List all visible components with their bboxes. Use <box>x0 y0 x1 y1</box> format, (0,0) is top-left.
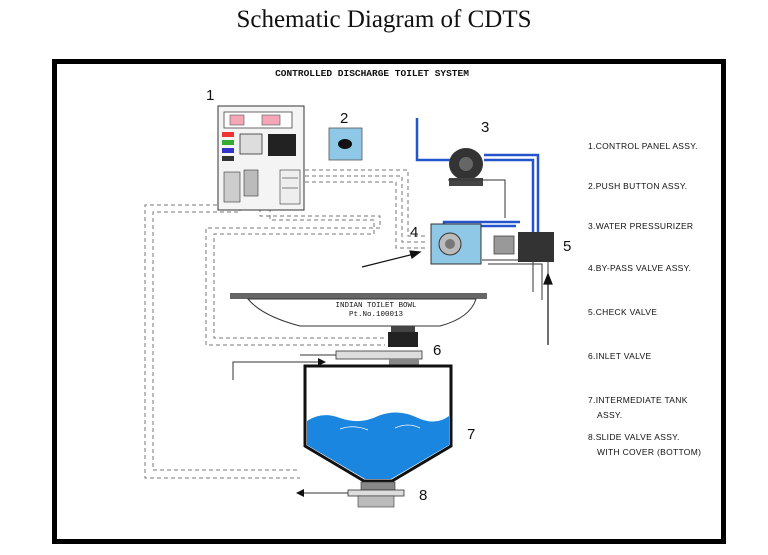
intermediate-tank <box>303 364 453 483</box>
callout-numbers: 1 2 3 4 5 6 7 8 <box>206 87 571 504</box>
callout-3: 3 <box>481 119 489 136</box>
legend-item-7-cont: ASSY. <box>597 410 622 420</box>
callout-2: 2 <box>340 110 348 127</box>
legend-item-5: 5.CHECK VALVE <box>588 307 657 317</box>
flow-arrows <box>361 250 553 345</box>
legend-item-6: 6.INLET VALVE <box>588 351 651 361</box>
bowl-part-number: Pt.No.100013 <box>349 311 404 319</box>
legend-item-8: 8.SLIDE VALVE ASSY. <box>588 432 680 442</box>
control-wiring <box>144 169 428 479</box>
legend-item-8-cont: WITH COVER (BOTTOM) <box>597 447 701 457</box>
legend-item-2: 2.PUSH BUTTON ASSY. <box>588 181 687 191</box>
push-button-box <box>328 127 363 161</box>
bowl-label: INDIAN TOILET BOWL <box>335 302 417 310</box>
callout-1: 1 <box>206 87 214 104</box>
legend-item-3: 3.WATER PRESSURIZER <box>588 221 693 231</box>
control-panel <box>217 105 305 211</box>
bypass-valve <box>430 223 515 265</box>
callout-8: 8 <box>419 487 427 504</box>
check-valve <box>518 232 554 292</box>
diagram-heading: CONTROLLED DISCHARGE TOILET SYSTEM <box>275 68 469 79</box>
water-pressurizer <box>449 148 483 186</box>
slide-valve <box>296 481 405 508</box>
toilet-bowl: INDIAN TOILET BOWL Pt.No.100013 <box>230 293 487 347</box>
legend: 1.CONTROL PANEL ASSY. 2.PUSH BUTTON ASSY… <box>588 141 701 457</box>
page-title: Schematic Diagram of CDTS <box>236 6 532 33</box>
legend-item-4: 4.BY-PASS VALVE ASSY. <box>588 263 691 273</box>
callout-7: 7 <box>467 426 475 443</box>
legend-item-7: 7.INTERMEDIATE TANK <box>588 395 688 405</box>
callout-5: 5 <box>563 238 571 255</box>
inlet-valve <box>232 350 423 380</box>
callout-6: 6 <box>433 342 441 359</box>
callout-4: 4 <box>410 224 418 241</box>
legend-item-1: 1.CONTROL PANEL ASSY. <box>588 141 698 151</box>
